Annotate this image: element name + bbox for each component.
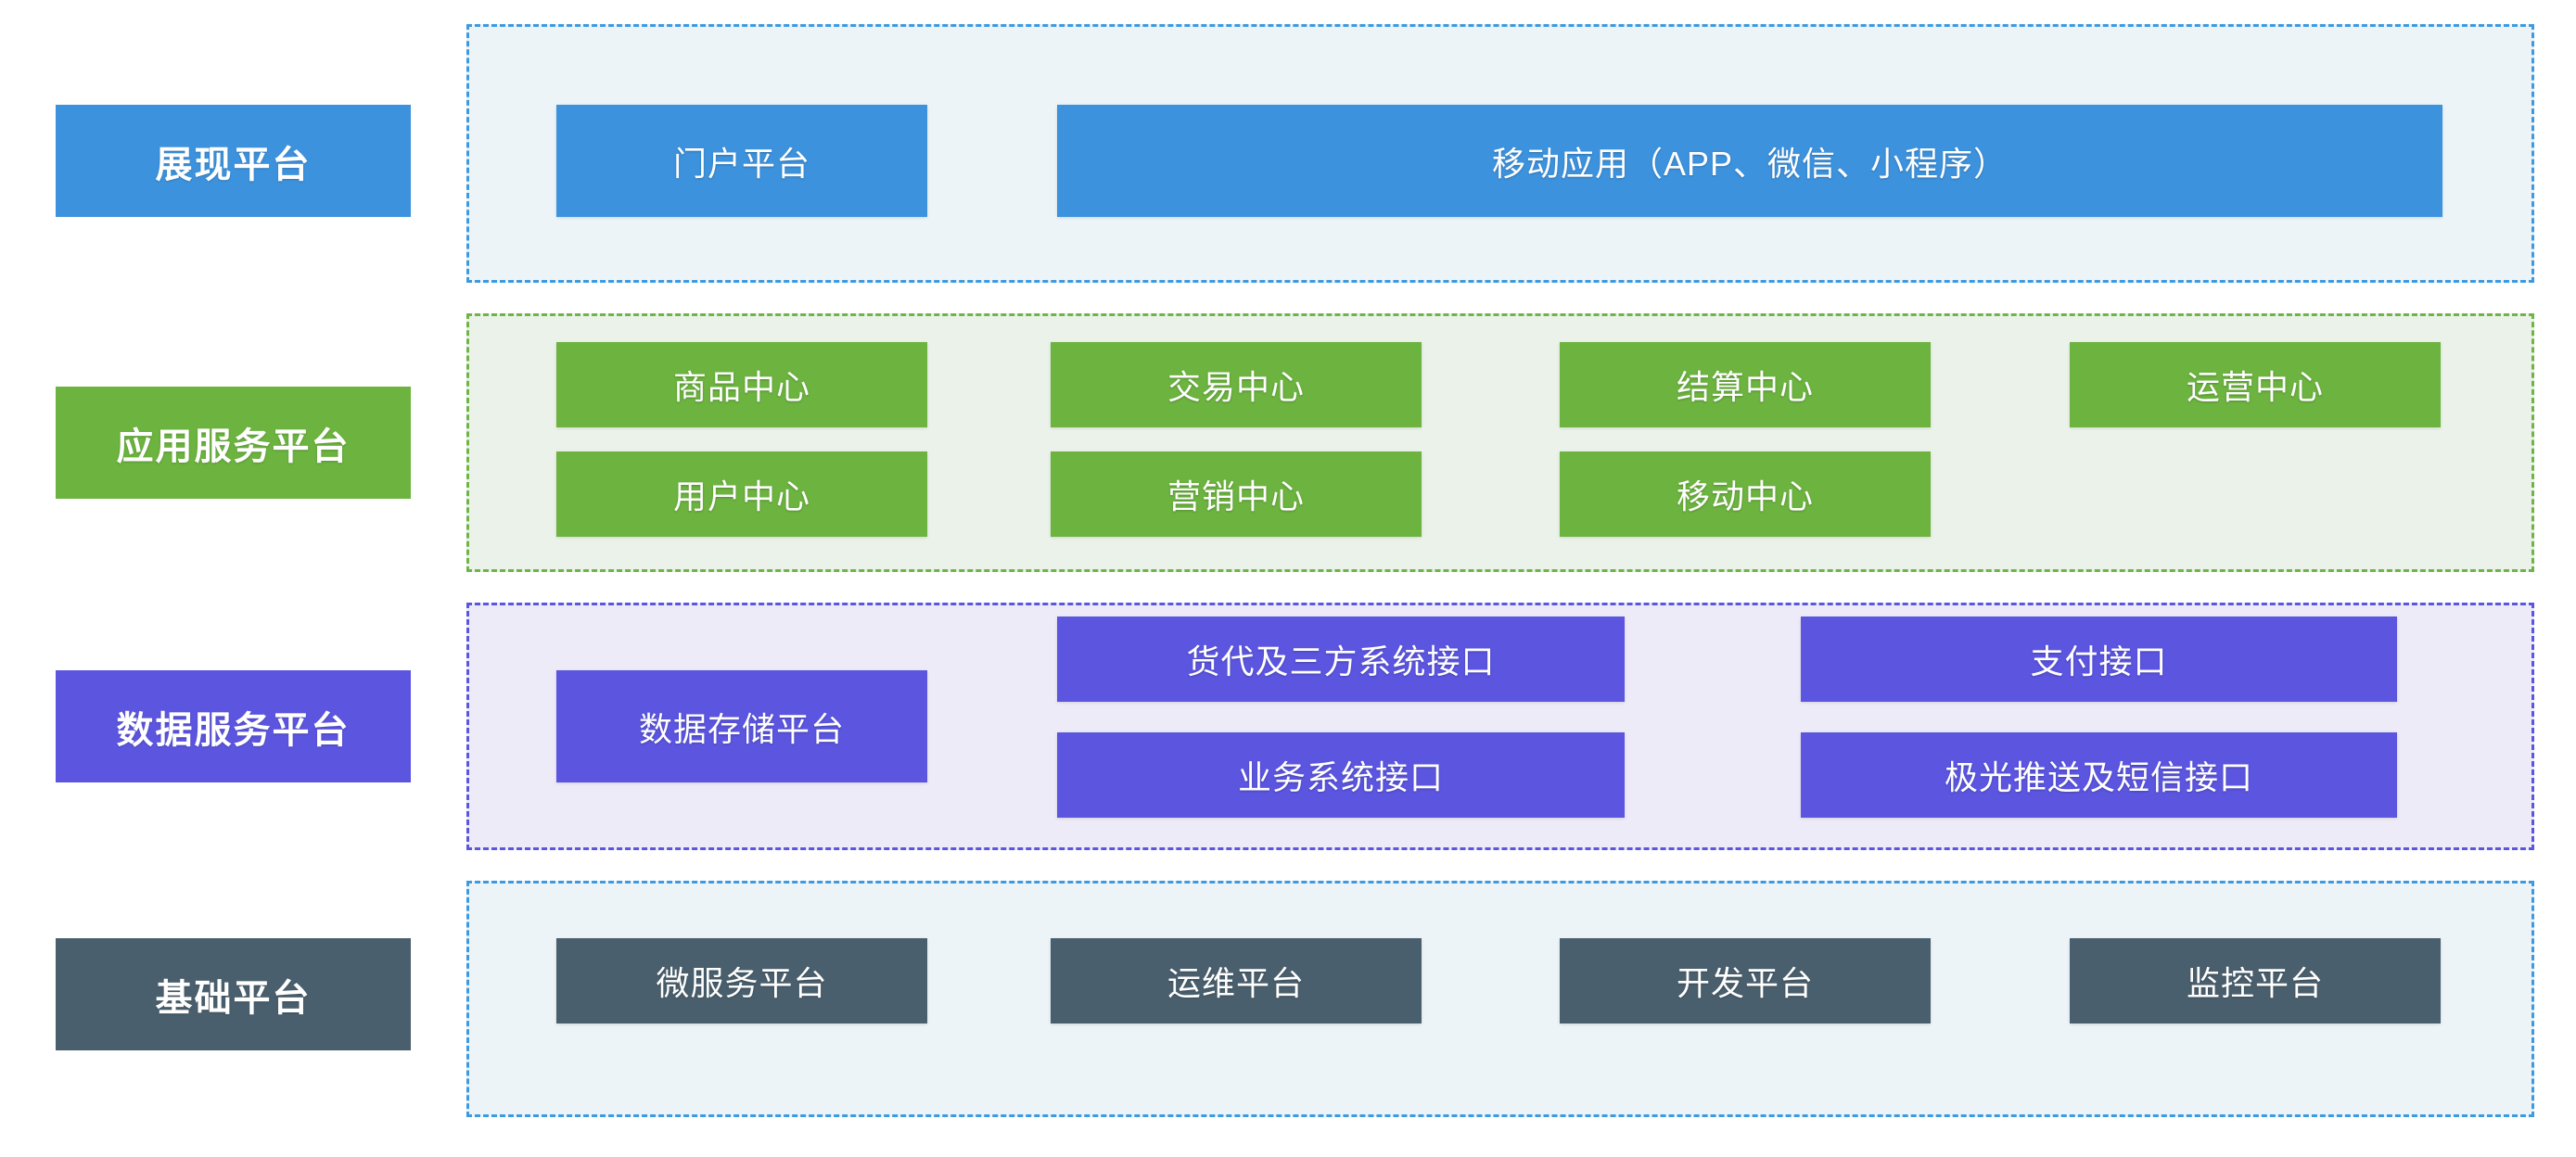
node-user-center[interactable]: 用户中心 — [556, 451, 927, 537]
node-jpush-and-sms-interface[interactable]: 极光推送及短信接口 — [1801, 732, 2397, 818]
node-portal-platform[interactable]: 门户平台 — [556, 105, 927, 217]
node-payment-interface[interactable]: 支付接口 — [1801, 617, 2397, 702]
layer-label-infrastructure[interactable]: 基础平台 — [56, 938, 411, 1050]
node-label: 微服务平台 — [656, 964, 828, 1002]
node-label: 门户平台 — [672, 144, 810, 183]
layer-label-text: 数据服务平台 — [116, 709, 351, 751]
layer-label-application-service[interactable]: 应用服务平台 — [56, 387, 411, 499]
node-label: 商品中心 — [672, 368, 810, 406]
layer-label-text: 展现平台 — [155, 144, 312, 185]
layer-label-presentation[interactable]: 展现平台 — [56, 105, 411, 217]
node-business-system-interface[interactable]: 业务系统接口 — [1057, 732, 1625, 818]
node-freight-and-third-party-interface[interactable]: 货代及三方系统接口 — [1057, 617, 1625, 702]
node-label: 货代及三方系统接口 — [1186, 642, 1496, 680]
node-label: 营销中心 — [1167, 477, 1305, 515]
layer-label-data-service[interactable]: 数据服务平台 — [56, 670, 411, 782]
node-development-platform[interactable]: 开发平台 — [1560, 938, 1931, 1024]
node-label: 运营中心 — [2186, 368, 2324, 406]
node-data-storage-platform[interactable]: 数据存储平台 — [556, 670, 927, 782]
node-microservice-platform[interactable]: 微服务平台 — [556, 938, 927, 1024]
node-operations-platform[interactable]: 运维平台 — [1051, 938, 1422, 1024]
node-label: 极光推送及短信接口 — [1944, 758, 2253, 796]
node-label: 业务系统接口 — [1237, 758, 1444, 796]
node-label: 监控平台 — [2186, 964, 2324, 1002]
node-transaction-center[interactable]: 交易中心 — [1051, 342, 1422, 427]
node-settlement-center[interactable]: 结算中心 — [1560, 342, 1931, 427]
node-label: 支付接口 — [2030, 642, 2168, 680]
node-label: 运维平台 — [1167, 964, 1305, 1002]
node-label: 用户中心 — [672, 477, 810, 515]
node-label: 交易中心 — [1167, 368, 1305, 406]
layer-label-text: 基础平台 — [155, 977, 312, 1019]
node-marketing-center[interactable]: 营销中心 — [1051, 451, 1422, 537]
node-label: 移动应用（APP、微信、小程序） — [1491, 144, 2009, 183]
node-label: 开发平台 — [1676, 964, 1814, 1002]
node-label: 移动中心 — [1676, 477, 1814, 515]
node-label: 结算中心 — [1676, 368, 1814, 406]
node-label: 数据存储平台 — [638, 709, 845, 748]
node-product-center[interactable]: 商品中心 — [556, 342, 927, 427]
node-mobile-center[interactable]: 移动中心 — [1560, 451, 1931, 537]
node-mobile-application[interactable]: 移动应用（APP、微信、小程序） — [1057, 105, 2442, 217]
node-operation-center[interactable]: 运营中心 — [2070, 342, 2441, 427]
node-monitoring-platform[interactable]: 监控平台 — [2070, 938, 2441, 1024]
layer-label-text: 应用服务平台 — [116, 426, 351, 467]
